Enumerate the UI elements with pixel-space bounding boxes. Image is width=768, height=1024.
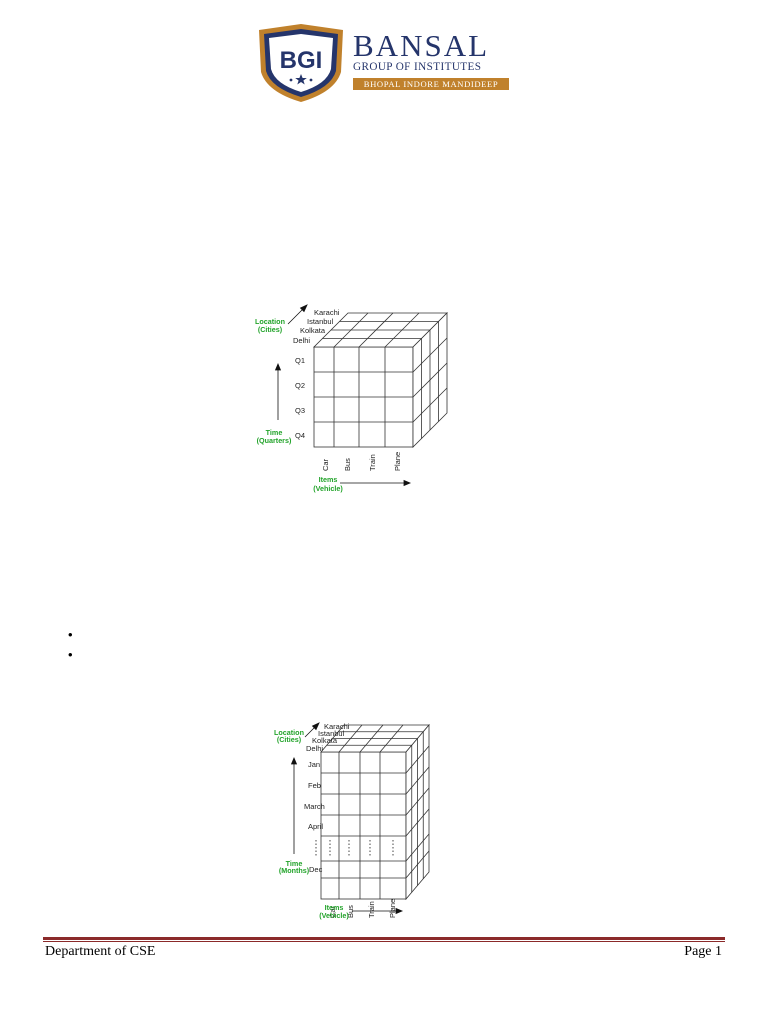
city-label: Kolkata <box>300 326 326 335</box>
city-label: Kolkata <box>312 736 338 745</box>
cube-months-drawing: Karachi Istanbul Kolkata Delhi Jan Feb M… <box>274 722 430 920</box>
axis-items-subtitle: (Vehicle) <box>313 484 343 493</box>
row-label: April <box>308 822 323 831</box>
row-label: Q3 <box>295 406 305 415</box>
item-label: Car <box>321 458 330 471</box>
axis-location-title: Location <box>255 317 285 326</box>
axis-location-subtitle: (Cities) <box>277 735 302 744</box>
item-label: Bus <box>343 458 352 471</box>
row-label: Q4 <box>295 431 305 440</box>
axis-items-title: Items <box>319 475 338 484</box>
item-label: Bus <box>346 905 355 918</box>
row-label: Jan <box>308 760 320 769</box>
brand-name: BANSAL <box>353 28 490 63</box>
footer-rule-thin <box>43 941 725 942</box>
row-label: Q2 <box>295 381 305 390</box>
item-label: Train <box>367 901 376 918</box>
axis-time-subtitle: (Months) <box>279 866 310 875</box>
bullet-item: • <box>68 647 73 662</box>
axis-time-title: Time <box>266 428 283 437</box>
brand-locations: BHOPAL INDORE MANDIDEEP <box>353 78 509 90</box>
data-cube-quarters: Karachi Istanbul Kolkata Delhi Q1 Q2 Q3 … <box>248 300 458 500</box>
cube-quarters-drawing: Karachi Istanbul Kolkata Delhi Q1 Q2 Q3 … <box>255 304 448 493</box>
city-label: Delhi <box>306 744 323 753</box>
item-label: Plane <box>393 452 402 471</box>
axis-time-title: Time <box>286 859 303 868</box>
bullet-item: • <box>68 627 73 642</box>
footer-department: Department of CSE <box>45 944 156 959</box>
city-label: Karachi <box>314 308 340 317</box>
city-label: Istanbul <box>307 317 334 326</box>
item-label: Car <box>328 905 337 918</box>
axis-items-title: Items <box>325 903 344 912</box>
axis-location-title: Location <box>274 728 304 737</box>
city-label: Karachi <box>324 722 350 731</box>
row-label: Dec <box>309 865 323 874</box>
footer-rule <box>43 937 725 940</box>
row-label: Feb <box>308 781 321 790</box>
institute-logo: BGI BANSAL GROUP OF INSTITUTES BHOPAL IN… <box>255 22 515 104</box>
city-label: Delhi <box>293 336 310 345</box>
axis-location-subtitle: (Cities) <box>258 325 283 334</box>
axis-time-subtitle: (Quarters) <box>257 436 292 445</box>
footer-page-number: Page 1 <box>684 944 722 959</box>
brand-subtitle: GROUP OF INSTITUTES <box>353 61 482 73</box>
item-label: Train <box>368 454 377 471</box>
axis-items-subtitle: (Vehicle) <box>319 911 349 920</box>
badge-text: BGI <box>280 47 323 74</box>
row-label: March <box>304 802 325 811</box>
data-cube-months: Karachi Istanbul Kolkata Delhi Jan Feb M… <box>272 720 442 925</box>
shield-emblem: BGI <box>259 24 343 102</box>
city-label: Istanbul <box>318 729 345 738</box>
row-label: Q1 <box>295 356 305 365</box>
item-label: Plane <box>388 899 397 918</box>
